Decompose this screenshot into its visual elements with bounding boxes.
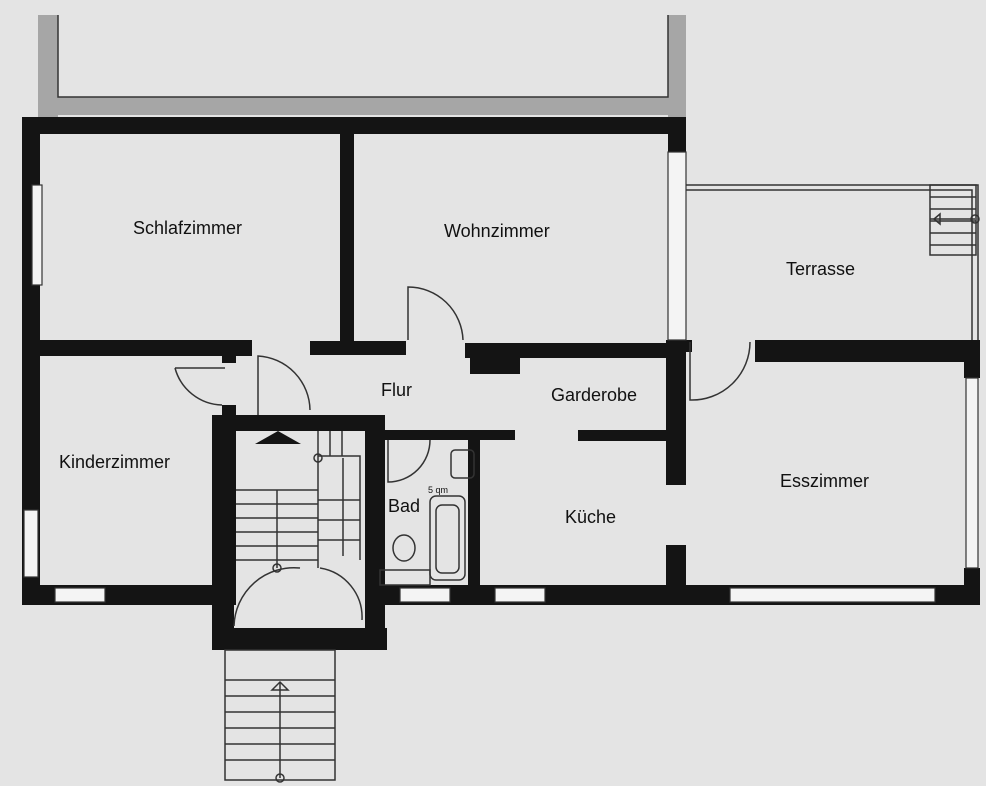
toilet-icon [392,534,416,562]
bathtub-icon [429,495,466,581]
label-flur: Flur [381,380,412,400]
label-kinderzimmer: Kinderzimmer [59,452,170,472]
upper-boundary-wall [38,15,686,117]
label-terrasse: Terrasse [786,259,855,279]
entry-stairs [224,649,336,783]
label-kueche: Küche [565,507,616,527]
room-labels: Schlafzimmer Wohnzimmer Terrasse Flur Ga… [59,218,869,527]
label-schlafzimmer: Schlafzimmer [133,218,242,238]
label-garderobe: Garderobe [551,385,637,405]
terrace [686,184,980,340]
stair-arrow-icon [255,431,301,444]
walls [22,117,980,650]
label-wohnzimmer: Wohnzimmer [444,221,550,241]
label-esszimmer: Esszimmer [780,471,869,491]
windows [23,151,979,603]
label-bad: Bad [388,496,420,516]
bathroom-fixtures [379,449,475,586]
sink-icon [450,449,475,479]
label-bad-area: 5 qm [428,485,448,495]
inner-staircase [236,431,361,573]
terrace-steps [929,184,980,256]
doors [174,286,751,627]
